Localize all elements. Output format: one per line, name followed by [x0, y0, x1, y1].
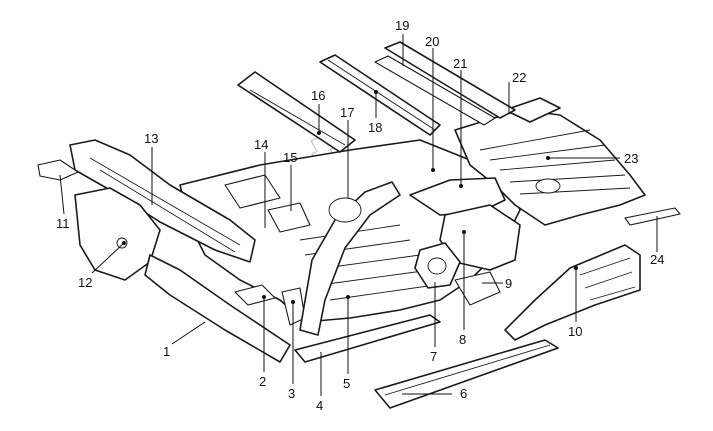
callout-16: 16 — [311, 88, 325, 103]
pillar-hole — [328, 197, 362, 223]
callout-18: 18 — [368, 120, 382, 135]
callout-22: 22 — [512, 70, 526, 85]
part-rail-18 — [319, 54, 441, 136]
dot-16 — [317, 131, 321, 135]
part-bracket-14 — [224, 174, 281, 209]
callout-11: 11 — [56, 216, 70, 231]
part-bracket-24 — [624, 207, 681, 226]
callout-5: 5 — [343, 376, 350, 391]
callout-19: 19 — [395, 18, 409, 33]
callout-21: 21 — [453, 56, 467, 71]
leader-11 — [59, 174, 65, 215]
sill-6-edge — [384, 344, 551, 396]
rail-18-edge — [327, 59, 436, 131]
leader-dots — [122, 90, 578, 304]
part-rear-crossmember — [504, 97, 561, 123]
callout-10: 10 — [568, 324, 582, 339]
crossmember-16-edge — [249, 89, 346, 146]
callout-23: 23 — [624, 151, 638, 166]
dot-23 — [546, 156, 550, 160]
callout-14: 14 — [254, 137, 268, 152]
callout-3: 3 — [288, 386, 295, 401]
bracket-7-hole — [427, 257, 447, 275]
part-bracket-11 — [37, 159, 79, 181]
leader-12 — [91, 242, 125, 274]
part-pillar-17 — [299, 181, 401, 336]
front-member-edges — [89, 157, 241, 253]
part-rail-20 — [374, 55, 496, 126]
dot-3 — [291, 300, 295, 304]
part-rail-19 — [384, 41, 516, 119]
dot-18 — [374, 90, 378, 94]
dot-2 — [262, 295, 266, 299]
callout-9: 9 — [505, 276, 512, 291]
part-sill-4 — [294, 314, 441, 363]
leader-lines — [59, 34, 658, 396]
callout-12: 12 — [78, 275, 92, 290]
part-side-member-1 — [144, 254, 291, 363]
callout-15: 15 — [283, 150, 297, 165]
part-panel-10 — [504, 244, 641, 341]
part-crossmember-16 — [237, 71, 356, 153]
dot-5 — [346, 295, 350, 299]
callout-24: 24 — [650, 252, 664, 267]
callout-labels: 1 2 3 4 5 6 7 8 9 10 11 12 13 14 15 16 1… — [56, 18, 664, 413]
rear-floor-ribs — [479, 129, 631, 195]
part-bracket-15 — [267, 202, 311, 233]
callout-2: 2 — [259, 374, 266, 389]
callout-1: 1 — [163, 344, 170, 359]
part-sill-6 — [374, 339, 559, 409]
callout-6: 6 — [460, 386, 467, 401]
part-tunnel-21 — [409, 177, 506, 216]
panel-10-ribs — [579, 257, 636, 301]
callout-17: 17 — [340, 105, 354, 120]
dot-12 — [122, 241, 126, 245]
callout-20: 20 — [425, 34, 439, 49]
callout-4: 4 — [316, 398, 323, 413]
rear-floor-hole — [535, 178, 561, 194]
part-bracket-2 — [234, 284, 276, 306]
dot-21 — [459, 184, 463, 188]
dot-8 — [462, 230, 466, 234]
callout-7: 7 — [430, 349, 437, 364]
part-front-member-13 — [69, 139, 256, 263]
leader-1 — [171, 321, 206, 345]
dot-20 — [431, 168, 435, 172]
part-bracket-9 — [454, 271, 501, 306]
dot-10 — [574, 266, 578, 270]
callout-13: 13 — [144, 131, 158, 146]
callout-8: 8 — [459, 332, 466, 347]
